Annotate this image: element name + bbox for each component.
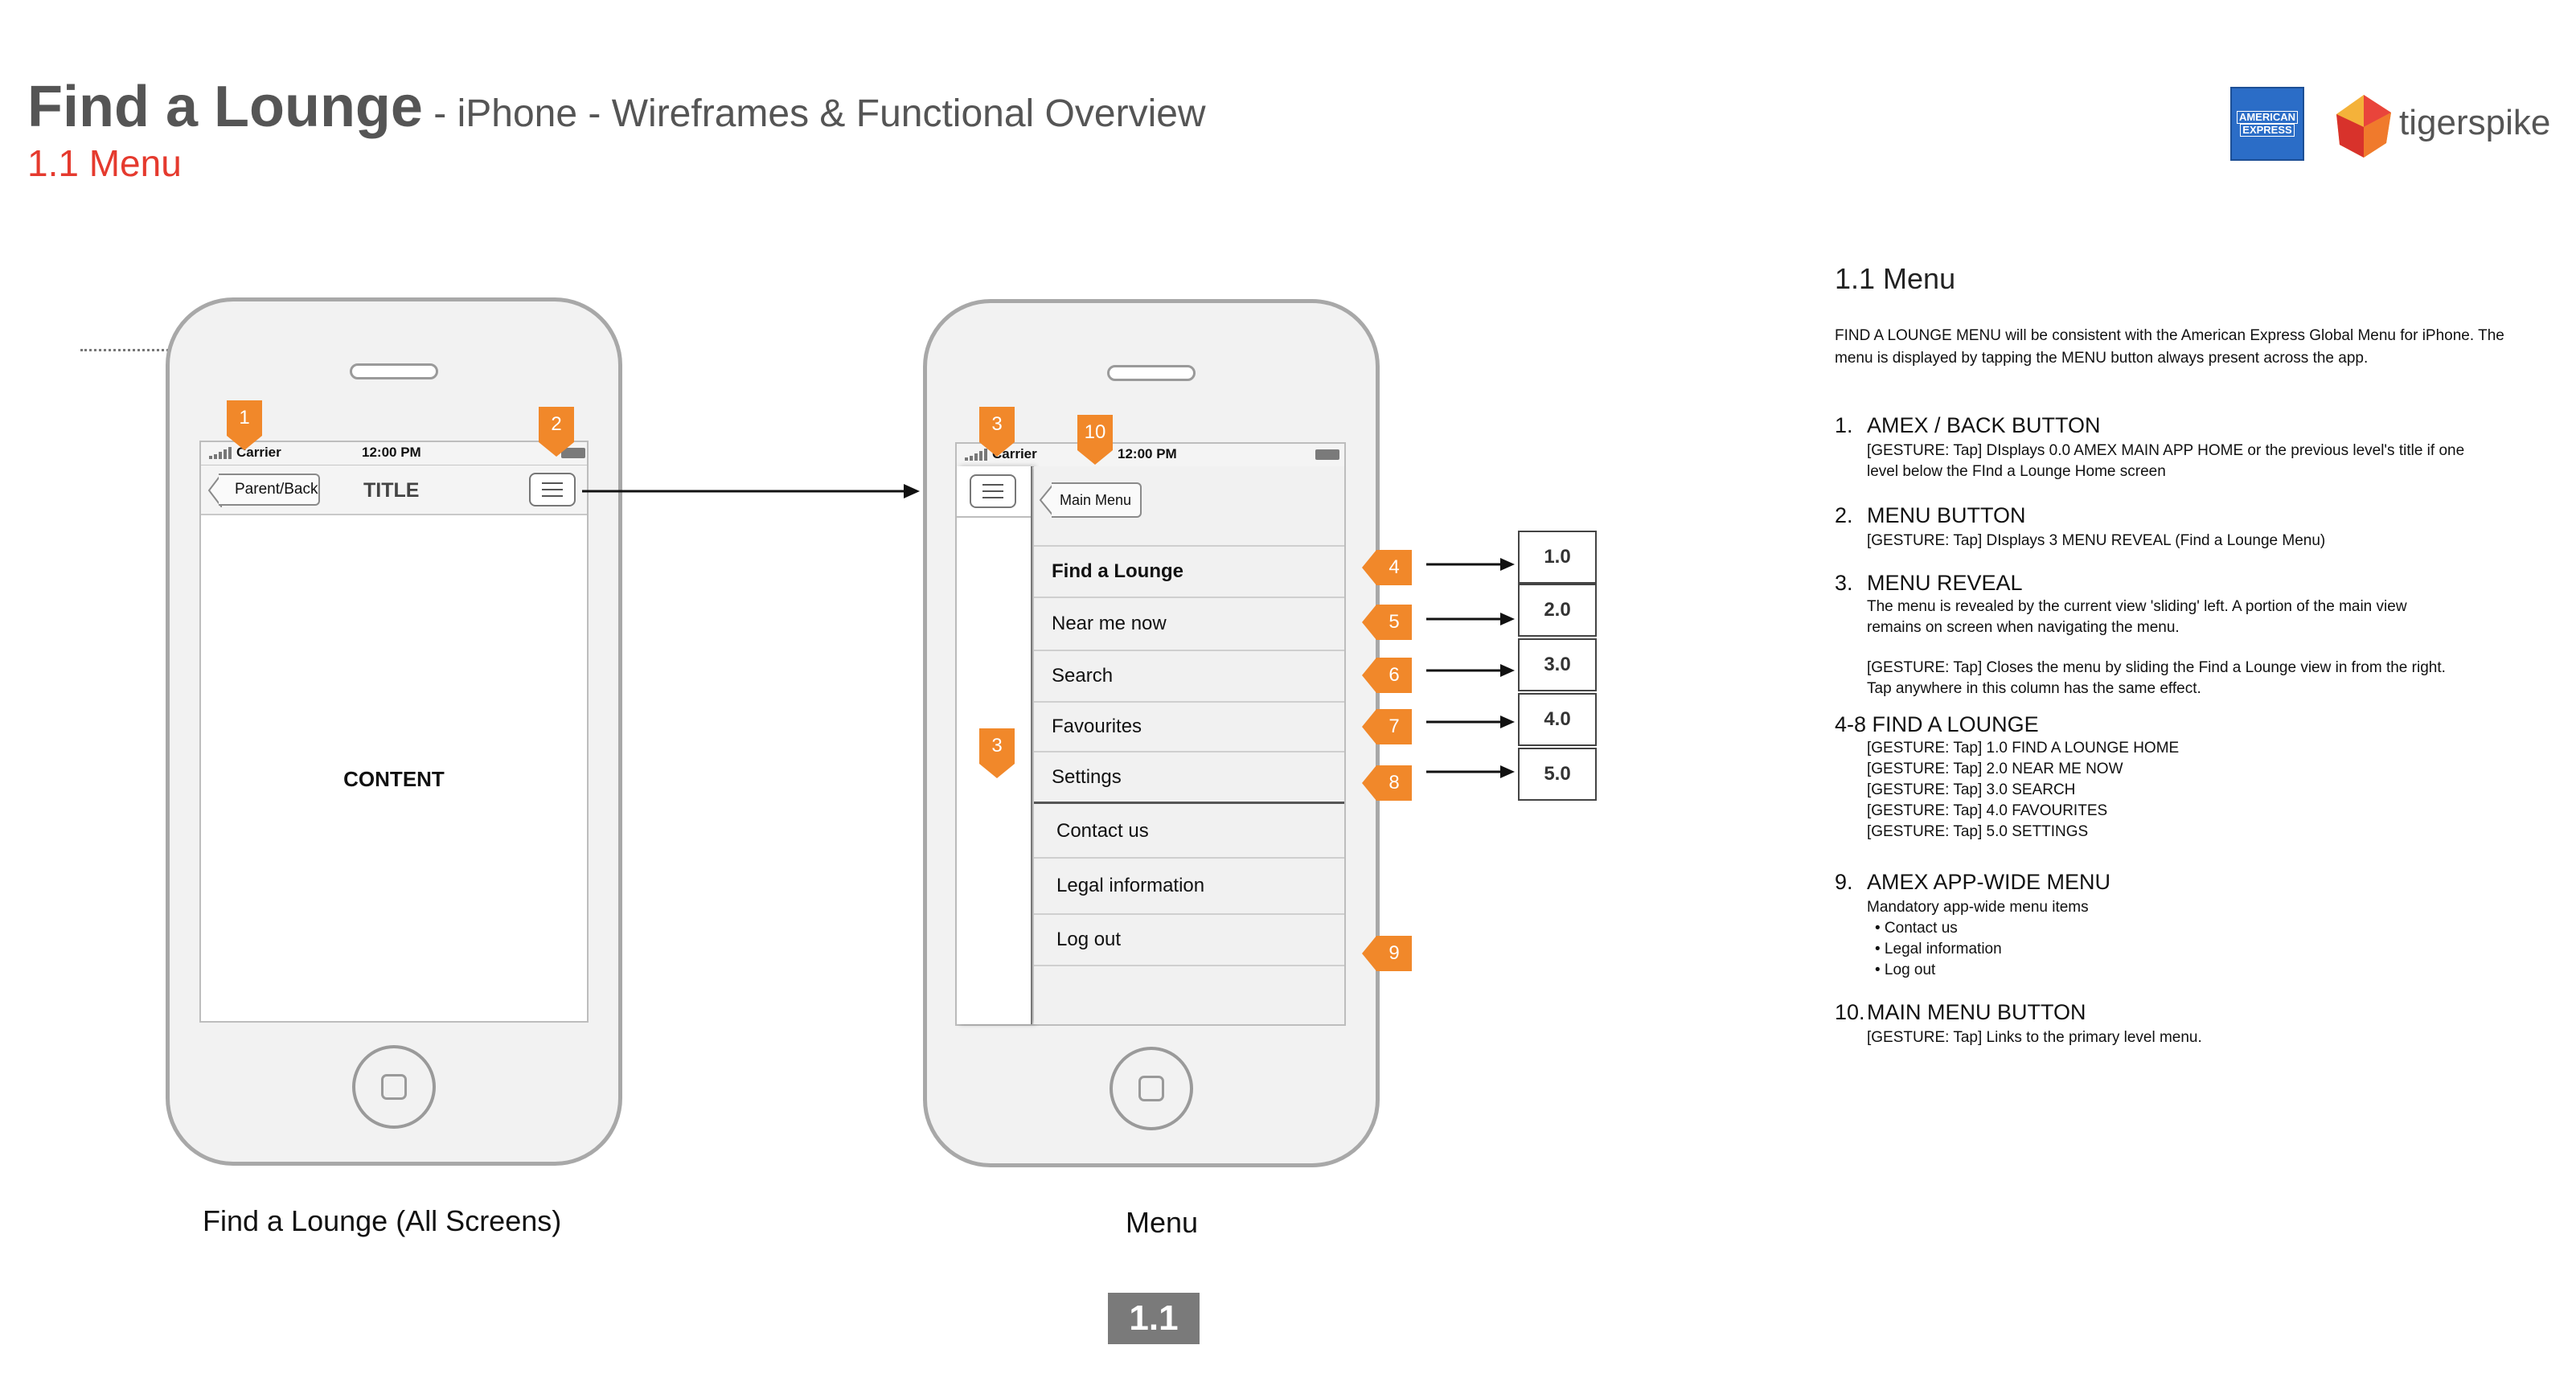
signal-icon — [209, 447, 232, 459]
page-title: Find a Lounge - iPhone - Wireframes & Fu… — [27, 74, 1206, 140]
nav-title: TITLE — [363, 479, 420, 502]
main-menu-chevron-icon — [1039, 482, 1055, 518]
back-button[interactable]: Parent/Back — [219, 474, 320, 506]
section-3-heading: 3.MENU REVEAL — [1835, 571, 2023, 595]
dotted-connector — [80, 349, 169, 351]
badge-8: 8 — [1362, 765, 1412, 801]
menu-item-favourites[interactable]: Favourites — [1034, 703, 1344, 752]
amex-logo-line-2: EXPRESS — [2240, 124, 2295, 137]
phone-left-screen: Carrier 12:00 PM Parent/Back TITLE CONTE… — [199, 441, 589, 1023]
menu-button[interactable] — [529, 473, 576, 506]
battery-icon — [561, 448, 585, 458]
badge-4: 4 — [1362, 550, 1412, 585]
main-view-column[interactable] — [957, 466, 1032, 1024]
ref-box-4-0: 4.0 — [1518, 693, 1597, 746]
badge-3-column: 3 — [979, 728, 1015, 778]
carrier-label: Carrier — [236, 445, 281, 460]
badge-5: 5 — [1362, 605, 1412, 640]
phone-left-speaker — [350, 363, 438, 379]
caption-right: Menu — [1126, 1206, 1199, 1239]
page-subtitle: - iPhone - Wireframes & Functional Overv… — [422, 92, 1206, 135]
badge-6: 6 — [1362, 658, 1412, 693]
menu-item-contact-us[interactable]: Contact us — [1034, 806, 1344, 859]
section-3-desc: The menu is revealed by the current view… — [1867, 598, 2446, 697]
section-10-desc: [GESTURE: Tap] Links to the primary leve… — [1867, 1029, 2202, 1046]
section-1-desc: [GESTURE: Tap] DIsplays 0.0 AMEX MAIN AP… — [1867, 442, 2465, 480]
time-label: 12:00 PM — [362, 445, 421, 460]
section-4-8-desc: [GESTURE: Tap] 1.0 FIND A LOUNGE HOME[GE… — [1867, 740, 2180, 840]
ref-box-2-0: 2.0 — [1518, 584, 1597, 637]
section-2-heading: 2.MENU BUTTON — [1835, 503, 2026, 527]
page-title-main: Find a Lounge — [27, 75, 423, 139]
tigerspike-wordmark: tigerspike — [2399, 103, 2551, 142]
caption-left: Find a Lounge (All Screens) — [203, 1204, 562, 1237]
menu-reveal-panel: Main Menu Find a Lounge Near me now Sear… — [1034, 466, 1344, 1024]
phone-right-speaker — [1107, 365, 1196, 381]
reference-arrows — [1426, 558, 1515, 778]
ref-box-1-0: 1.0 — [1518, 531, 1597, 584]
main-menu-button[interactable]: Main Menu — [1052, 482, 1142, 518]
menu-item-search[interactable]: Search — [1034, 651, 1344, 703]
menu-item-settings[interactable]: Settings — [1034, 752, 1344, 804]
nav-bar: Parent/Back TITLE — [201, 465, 587, 515]
badge-2: 2 — [539, 407, 574, 457]
section-9-desc: Mandatory app-wide menu items• Contact u… — [1867, 899, 2089, 978]
phone-right-screen: Carrier 12:00 PM Main Menu Find a Lounge… — [955, 442, 1346, 1026]
battery-icon-right — [1315, 449, 1339, 460]
section-4-8-heading: 4-8 FIND A LOUNGE — [1835, 712, 2039, 736]
badge-10: 10 — [1077, 415, 1113, 465]
ref-box-5-0: 5.0 — [1518, 748, 1597, 801]
arrow-to-menu — [582, 484, 920, 498]
ref-box-3-0: 3.0 — [1518, 638, 1597, 691]
signal-icon-right — [965, 449, 987, 461]
page-number: 1.1 — [1108, 1293, 1200, 1344]
badge-7: 7 — [1362, 709, 1412, 744]
panel-intro: FIND A LOUNGE MENU will be consistent wi… — [1835, 327, 2504, 367]
status-bar: Carrier 12:00 PM — [201, 442, 587, 465]
menu-button-right[interactable] — [970, 474, 1016, 508]
panel-title: 1.1 Menu — [1835, 262, 1956, 295]
phone-right-home-button[interactable] — [1110, 1047, 1193, 1130]
amex-logo-line-1: AMERICAN — [2236, 111, 2299, 124]
badge-9: 9 — [1362, 936, 1412, 971]
menu-item-near-me-now[interactable]: Near me now — [1034, 598, 1344, 651]
menu-item-log-out[interactable]: Log out — [1034, 915, 1344, 966]
section-9-heading: 9.AMEX APP-WIDE MENU — [1835, 870, 2111, 894]
badge-1: 1 — [227, 400, 262, 450]
phone-left-home-button[interactable] — [352, 1045, 436, 1129]
content-placeholder: CONTENT — [343, 767, 445, 791]
section-10-heading: 10.MAIN MENU BUTTON — [1835, 1000, 2086, 1024]
menu-item-find-a-lounge[interactable]: Find a Lounge — [1034, 547, 1344, 598]
section-2-desc: [GESTURE: Tap] DIsplays 3 MENU REVEAL (F… — [1867, 532, 2326, 549]
menu-item-legal-information[interactable]: Legal information — [1034, 859, 1344, 915]
amex-logo: AMERICAN EXPRESS — [2230, 87, 2304, 161]
tigerspike-logo-icon — [2336, 95, 2391, 158]
status-bar-right: Carrier 12:00 PM — [957, 444, 1344, 467]
time-label-right: 12:00 PM — [1118, 446, 1177, 461]
badge-3-top: 3 — [979, 407, 1015, 457]
section-title: 1.1 Menu — [27, 142, 182, 184]
section-1-heading: 1.AMEX / BACK BUTTON — [1835, 413, 2101, 437]
